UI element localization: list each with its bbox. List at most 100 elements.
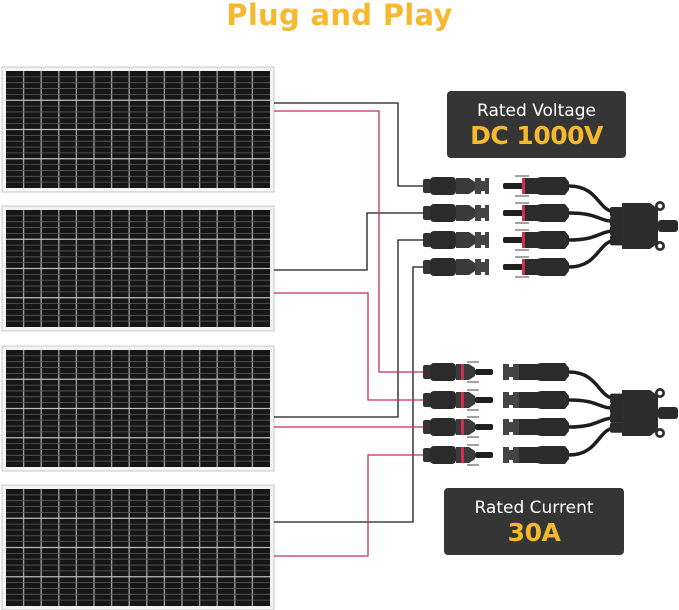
strain-relief	[610, 216, 624, 227]
mc4-male-connector	[423, 444, 493, 466]
connector-nut	[430, 258, 456, 276]
positive-wire	[274, 292, 423, 401]
connector-body	[456, 364, 475, 380]
rated-current-badge: Rated Current 30A	[444, 488, 624, 555]
wires	[274, 102, 423, 557]
connectors	[423, 175, 678, 466]
connector-body	[456, 392, 475, 408]
branch-body	[622, 203, 658, 249]
strain-relief	[610, 393, 624, 404]
connector-nut	[430, 363, 456, 381]
connector-cap	[423, 206, 431, 220]
positive-wire	[274, 110, 423, 373]
connector-pin	[475, 452, 493, 458]
mc4-male-connector	[503, 256, 569, 278]
connector-body	[519, 363, 569, 381]
mc4-male-connector	[503, 175, 569, 197]
mc4-female-connector	[423, 204, 489, 222]
connector-cap	[423, 393, 431, 407]
branch-cable	[568, 416, 617, 429]
connector-cap	[423, 179, 431, 193]
connector-body	[525, 258, 569, 276]
connector-body	[519, 446, 569, 464]
mc4-female-connector	[503, 363, 569, 381]
connector-body	[519, 391, 569, 409]
connector-latch	[475, 232, 489, 248]
connector-ring	[461, 364, 464, 380]
output-cable	[658, 220, 678, 232]
connector-cap	[423, 448, 431, 462]
connector-nut	[430, 204, 456, 222]
negative-wire	[274, 239, 423, 418]
rated-voltage-label: Rated Voltage	[477, 101, 596, 121]
connector-ring	[522, 259, 525, 275]
connector-body	[519, 418, 569, 436]
mc4-male-connector	[503, 229, 569, 251]
rated-voltage-value: DC 1000V	[470, 121, 603, 150]
solar-panels	[1, 66, 275, 610]
branch-cable	[568, 425, 617, 457]
connector-ring	[461, 419, 464, 435]
negative-wire	[274, 102, 423, 187]
connector-cap	[423, 365, 431, 379]
connector-body	[525, 177, 569, 195]
mc4-male-connector	[423, 416, 493, 438]
connector-latch	[503, 392, 519, 408]
y-branch-connector	[568, 184, 678, 269]
connector-ring	[522, 232, 525, 248]
branch-cable	[568, 184, 617, 214]
branch-cable	[568, 211, 617, 224]
connector-ring	[461, 447, 464, 463]
mc4-female-connector	[423, 231, 489, 249]
positive-branch	[423, 361, 678, 466]
connector-body	[456, 232, 475, 248]
rated-voltage-badge: Rated Voltage DC 1000V	[447, 91, 626, 158]
negative-wire	[274, 212, 423, 271]
mc4-female-connector	[503, 391, 569, 409]
solar-panel	[1, 66, 275, 193]
connector-nut	[430, 391, 456, 409]
connector-pin	[475, 424, 493, 430]
branch-cable	[568, 229, 617, 242]
mc4-female-connector	[423, 258, 489, 276]
solar-panel	[1, 484, 275, 610]
connector-latch	[503, 419, 519, 435]
mc4-female-connector	[503, 446, 569, 464]
connector-body	[525, 231, 569, 249]
negative-branch	[423, 175, 678, 278]
strain-relief	[610, 403, 624, 414]
connector-latch	[475, 259, 489, 275]
mc4-female-connector	[423, 177, 489, 195]
connector-pin	[475, 369, 493, 375]
connector-body	[456, 419, 475, 435]
strain-relief	[610, 225, 624, 236]
connector-latch	[503, 447, 519, 463]
strain-relief	[610, 235, 624, 246]
connector-nut	[430, 446, 456, 464]
connector-latch	[475, 205, 489, 221]
connector-pin	[503, 210, 523, 216]
output-cable	[658, 407, 678, 419]
branch-cable	[568, 238, 617, 269]
positive-wire	[274, 454, 423, 557]
connector-pin	[503, 183, 523, 189]
connector-body	[456, 178, 475, 194]
connector-cap	[423, 260, 431, 274]
mount-hole	[657, 430, 663, 436]
connector-nut	[430, 231, 456, 249]
connector-ring	[461, 392, 464, 408]
solar-panel	[1, 345, 275, 472]
branch-cable	[568, 398, 617, 411]
strain-relief	[610, 422, 624, 433]
connector-body	[456, 259, 475, 275]
mount-hole	[657, 243, 663, 249]
rated-current-value: 30A	[507, 518, 561, 547]
page-title: Plug and Play	[226, 0, 453, 32]
solar-panel	[1, 205, 275, 332]
connector-cap	[423, 420, 431, 434]
connector-ring	[522, 205, 525, 221]
connector-ring	[522, 178, 525, 194]
strain-relief	[610, 207, 624, 217]
connector-body	[456, 205, 475, 221]
